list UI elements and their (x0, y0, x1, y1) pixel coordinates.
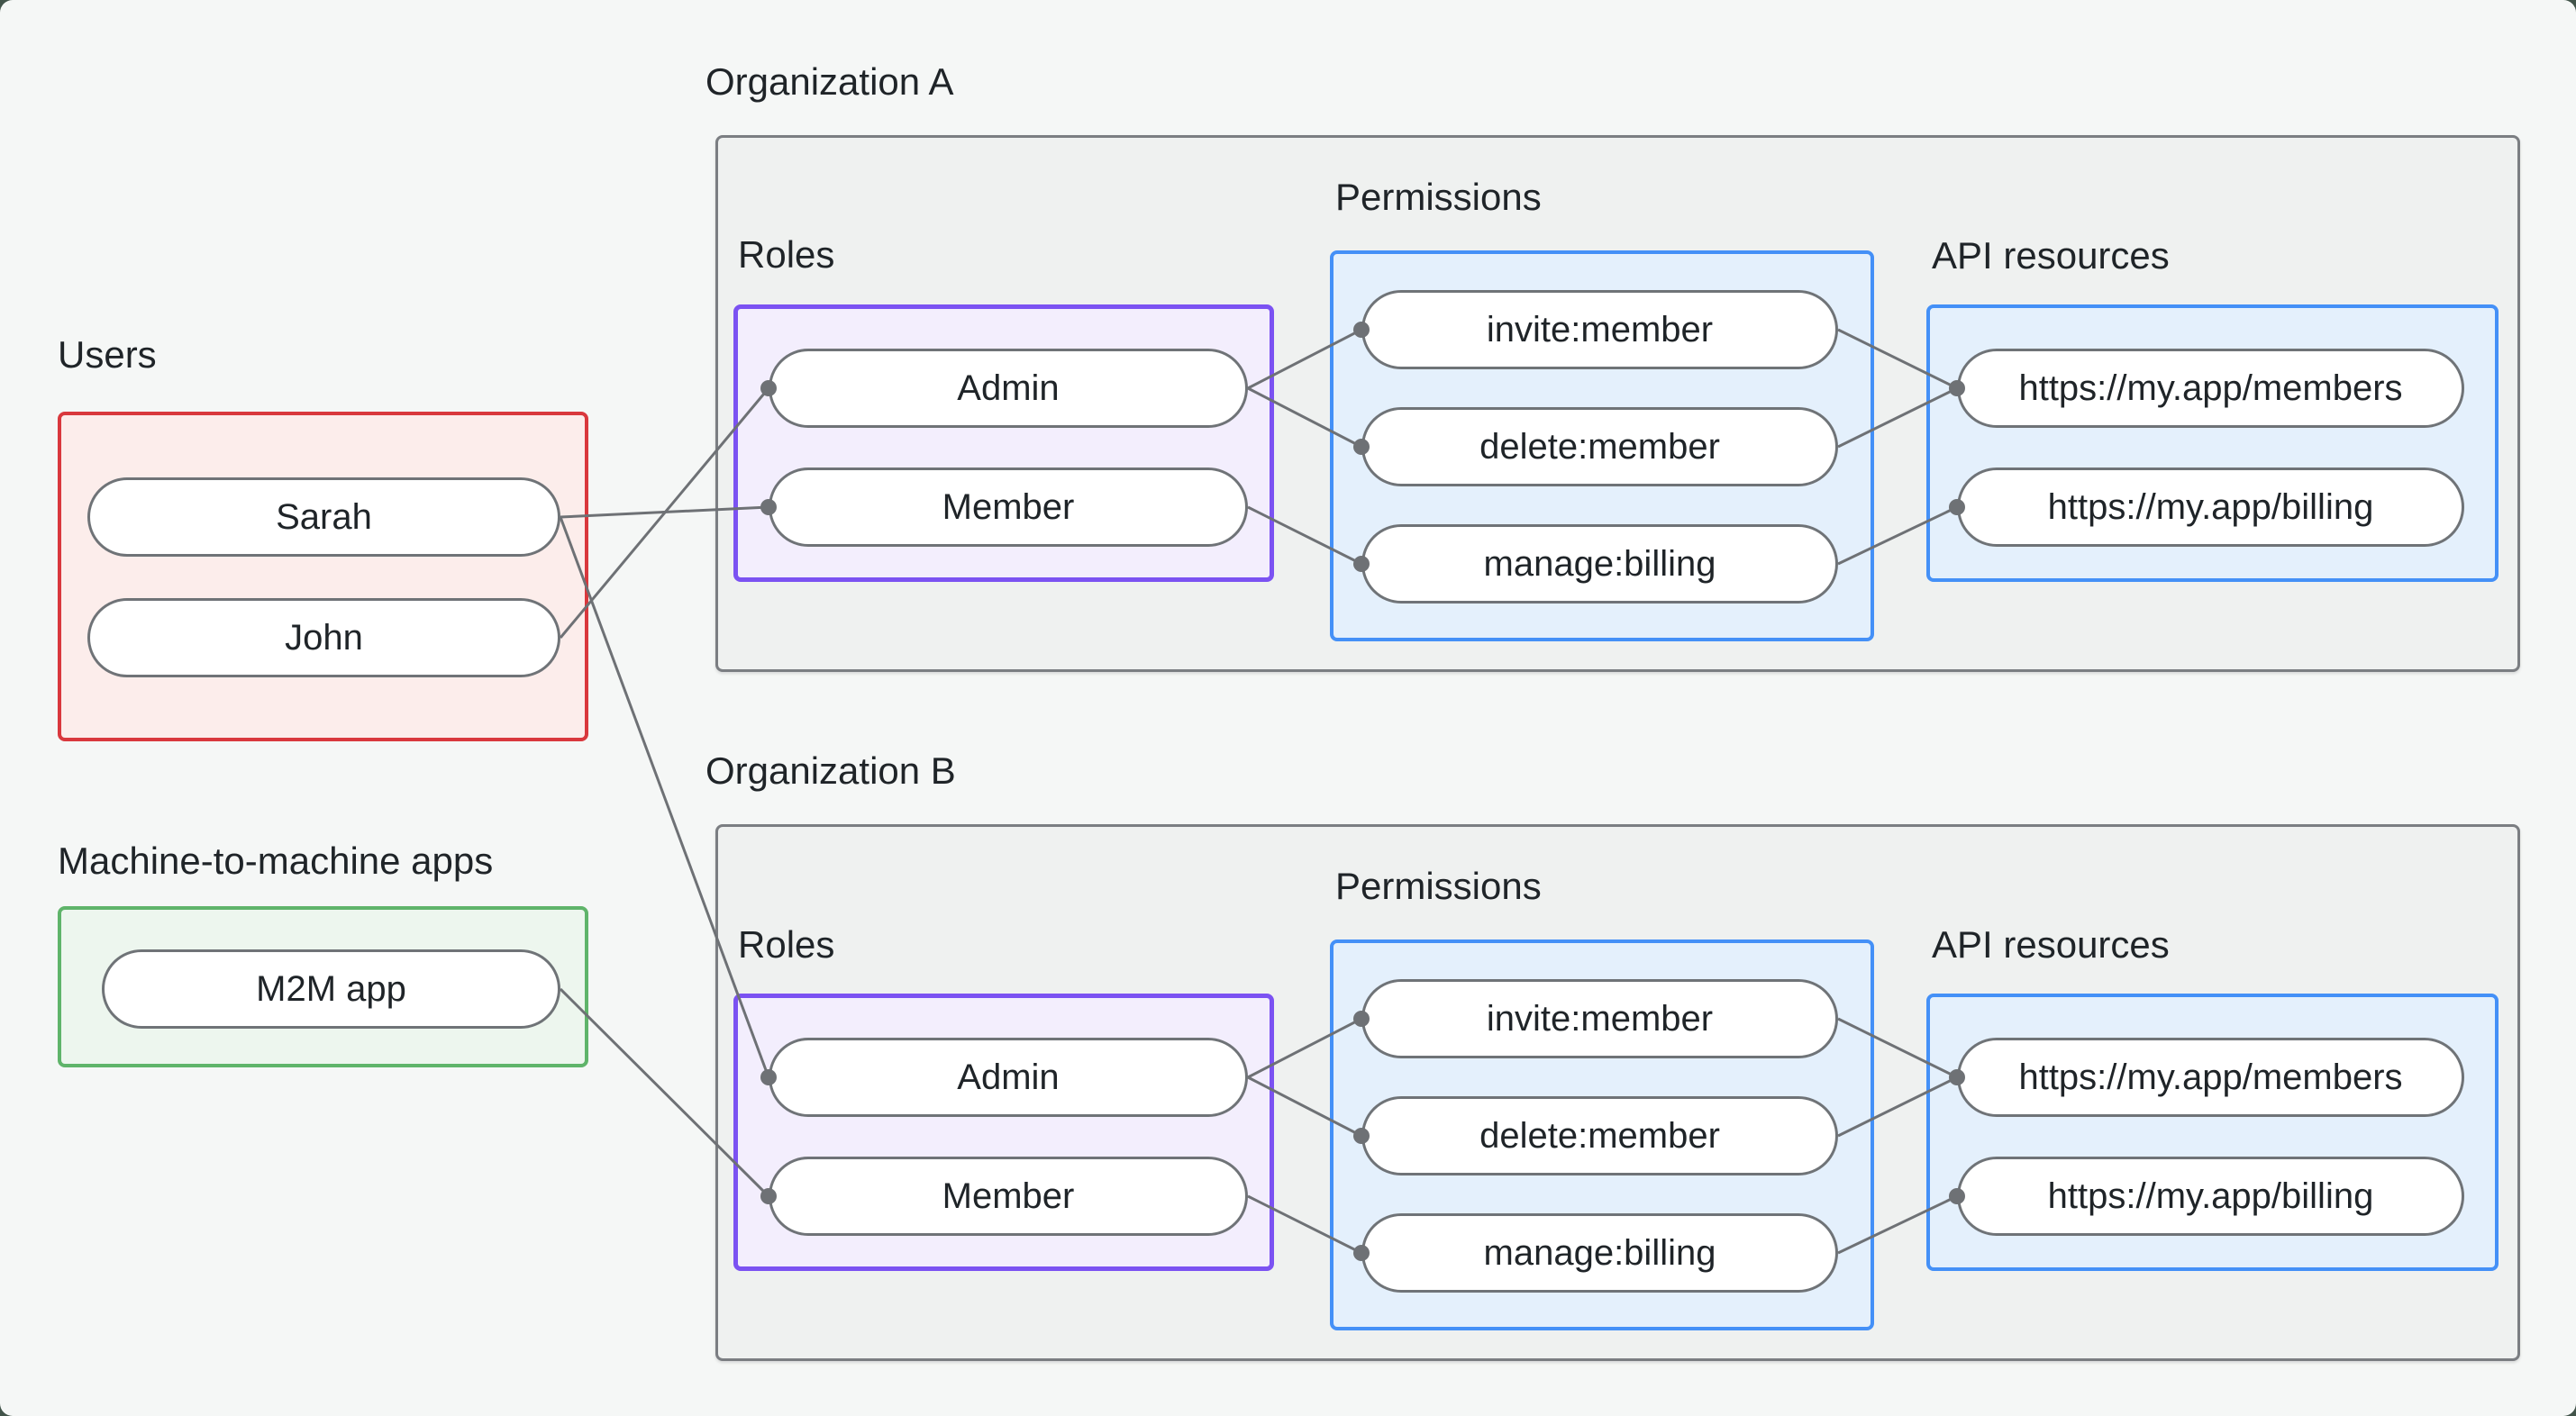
org-b-roles-label: Roles (738, 923, 835, 966)
user-node-john: John (87, 598, 560, 677)
org-b-api-resources-label: API resources (1932, 923, 2170, 966)
org-a-api-billing: https://my.app/billing (1957, 467, 2464, 547)
org-a-api-members: https://my.app/members (1957, 349, 2464, 428)
users-label: Users (58, 333, 157, 376)
org-a-permissions-label: Permissions (1335, 176, 1542, 218)
m2m-app-node: M2M app (102, 949, 560, 1029)
m2m-label: Machine-to-machine apps (58, 840, 494, 882)
org-b-label: Organization B (705, 749, 956, 792)
org-b-role-member: Member (769, 1157, 1248, 1236)
users-group-box (58, 412, 588, 741)
org-b-api-billing: https://my.app/billing (1957, 1157, 2464, 1236)
user-node-sarah: Sarah (87, 477, 560, 557)
org-b-permission-manage: manage:billing (1361, 1213, 1838, 1293)
org-b-permissions-label: Permissions (1335, 865, 1542, 907)
org-b-api-members: https://my.app/members (1957, 1038, 2464, 1117)
org-b-role-admin: Admin (769, 1038, 1248, 1117)
org-a-label: Organization A (705, 60, 954, 103)
org-a-role-admin: Admin (769, 349, 1248, 428)
org-b-permission-delete: delete:member (1361, 1096, 1838, 1175)
org-a-api-resources-label: API resources (1932, 234, 2170, 277)
org-a-permission-invite: invite:member (1361, 290, 1838, 369)
org-b-permission-invite: invite:member (1361, 979, 1838, 1058)
org-a-permission-manage: manage:billing (1361, 524, 1838, 604)
org-a-roles-label: Roles (738, 233, 835, 276)
org-a-permission-delete: delete:member (1361, 407, 1838, 486)
org-a-role-member: Member (769, 467, 1248, 547)
